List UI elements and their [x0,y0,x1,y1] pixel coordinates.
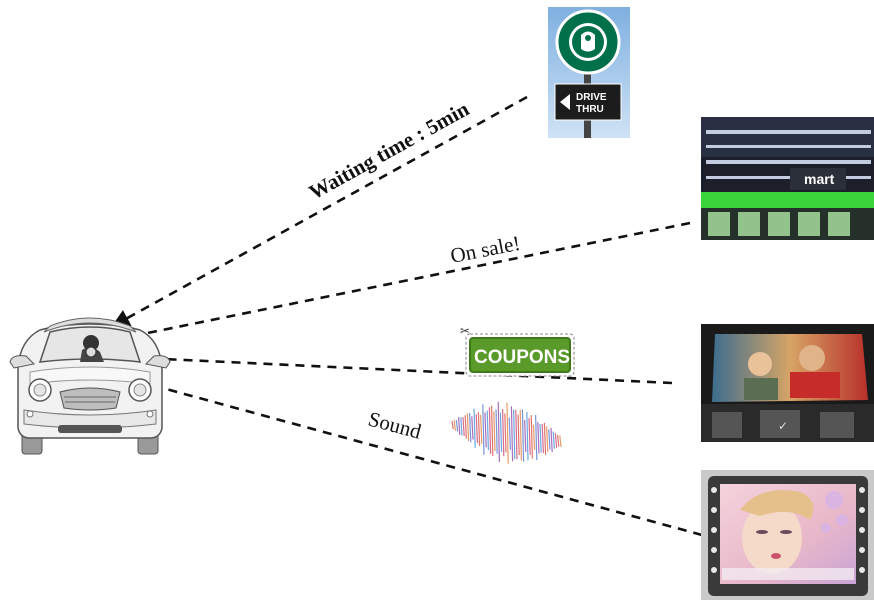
coupons-text: COUPONS [474,347,570,368]
drive-thru-line2: THRU [576,104,604,115]
sound-label: Sound [366,407,425,444]
starbucks-drive-thru-image: DRIVE THRU [548,7,630,138]
swoosh-icon: ✓ [778,419,788,433]
arrow-starbucks [111,95,528,328]
sound-wave-icon [451,401,562,464]
arrow-billboard [98,366,703,537]
on-sale-label: On sale! [448,231,522,268]
scissors-icon: ✂ [460,324,470,338]
drive-thru-line1: DRIVE [576,92,607,103]
driver-icon [80,335,104,362]
car-icon [9,317,171,455]
waiting-time-label: Waiting time : 5min [305,96,474,204]
billboard-image [701,470,874,600]
arrow-mart [116,221,691,345]
arrow-screen [119,348,673,385]
mart-sign: mart [804,171,835,187]
coupons-sticker: COUPONS ✂ [460,324,575,377]
mart-storefront-image: mart [701,117,874,240]
outdoor-screen-image: ✓ [701,324,874,442]
arrows [98,95,703,537]
